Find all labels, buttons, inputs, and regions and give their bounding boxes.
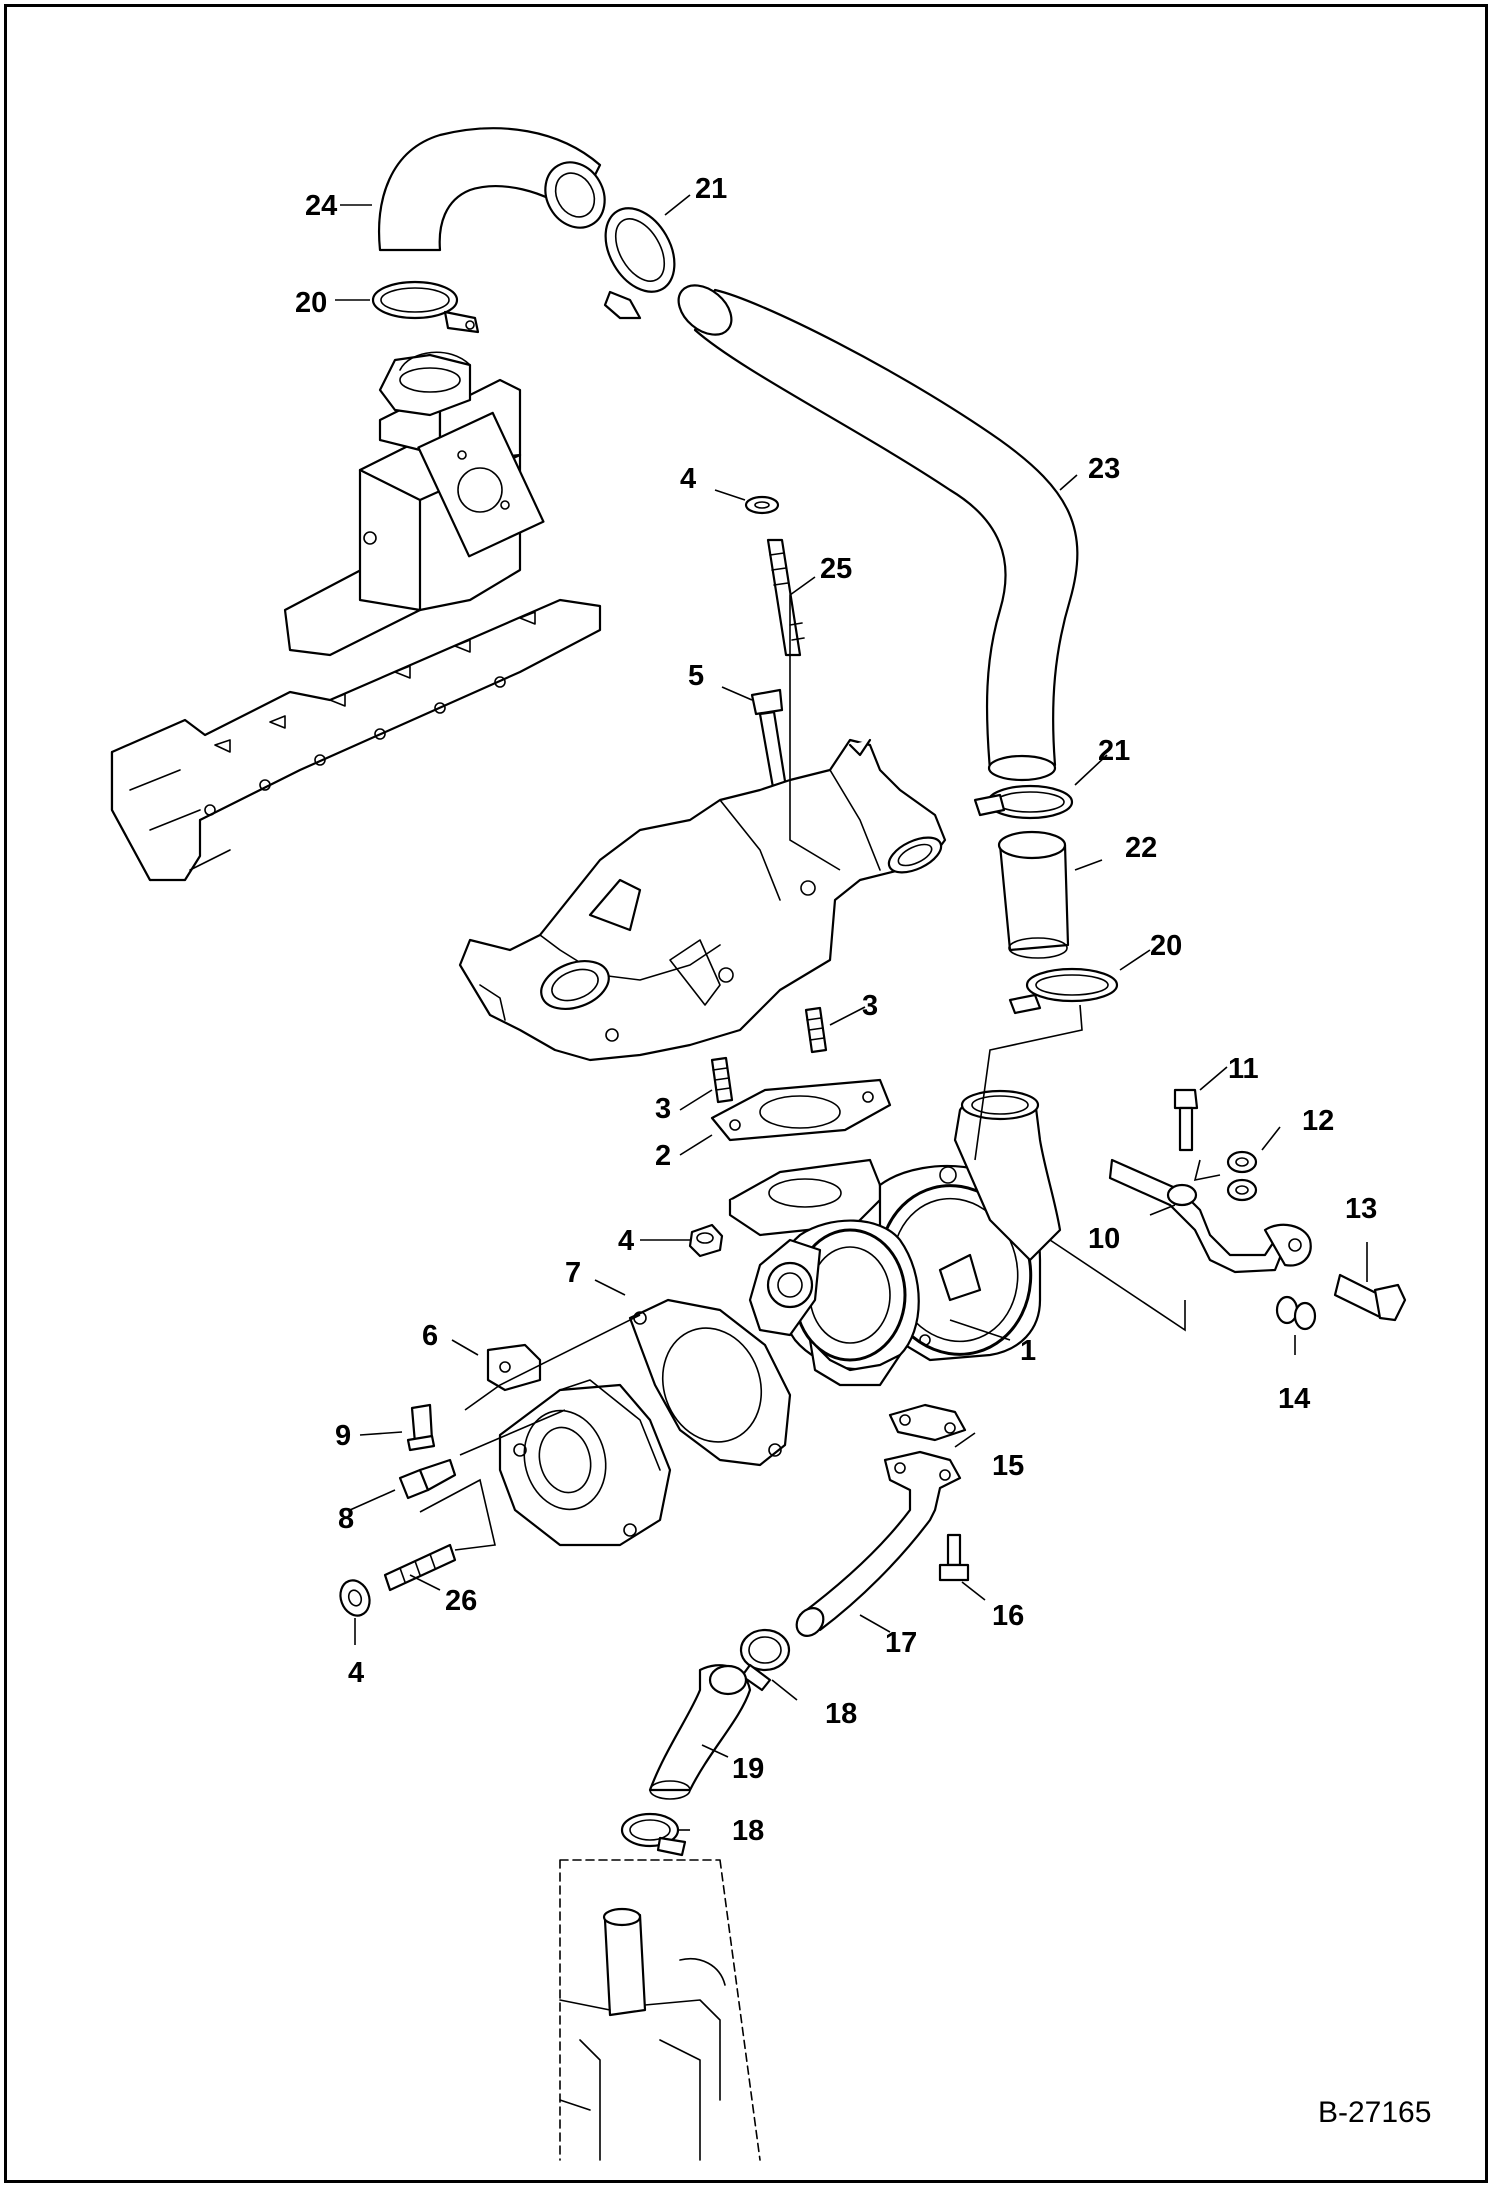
leader-lines [335, 194, 1368, 1831]
hose-clamp-18-upper [739, 1628, 791, 1692]
hose-clamp-20-upper [371, 280, 480, 334]
callout-21-lower: 21 [1098, 735, 1130, 767]
callout-1: 1 [1020, 1335, 1036, 1367]
short-hose-22 [997, 830, 1070, 959]
callout-17: 17 [885, 1627, 917, 1659]
callout-18-lower: 18 [732, 1815, 764, 1847]
banjo-bolt-13 [1333, 1273, 1407, 1322]
callout-4-lower: 4 [348, 1657, 364, 1689]
hose-clamp-18-lower [620, 1812, 687, 1857]
callout-10: 10 [1088, 1223, 1120, 1255]
washer-4-top [744, 495, 780, 515]
banjo-bolt-11 [1173, 1088, 1199, 1152]
callout-20-upper: 20 [295, 287, 327, 319]
intake-manifold [110, 351, 602, 882]
stud-25 [766, 538, 805, 657]
callout-24: 24 [305, 190, 337, 222]
sealing-washers-14 [1275, 1295, 1317, 1331]
callout-6: 6 [422, 1320, 438, 1352]
callout-8: 8 [338, 1503, 354, 1535]
oil-return-pipe-17 [795, 1450, 962, 1637]
callout-3-left: 3 [655, 1093, 671, 1125]
nut-4-mid [688, 1223, 724, 1258]
callout-7: 7 [565, 1257, 581, 1289]
bolt-16 [938, 1533, 970, 1582]
callout-15: 15 [992, 1450, 1024, 1482]
callout-21-upper: 21 [695, 173, 727, 205]
callout-2: 2 [655, 1140, 671, 1172]
callout-16: 16 [992, 1600, 1024, 1632]
callout-23: 23 [1088, 453, 1120, 485]
callout-18-upper: 18 [825, 1698, 857, 1730]
turbocharger-1 [728, 1089, 1062, 1387]
washer-4-lower [339, 1579, 371, 1617]
stud-3-left [710, 1056, 734, 1104]
long-hose-23 [677, 284, 1079, 782]
gasket-7 [628, 1298, 792, 1467]
stud-26 [383, 1543, 457, 1592]
hose-clamp-21-lower [973, 784, 1074, 820]
callouts: 24 21 20 23 4 25 5 21 22 20 3 3 2 11 12 … [295, 173, 1377, 1847]
gasket-2 [710, 1078, 892, 1142]
callout-22: 22 [1125, 832, 1157, 864]
bolt-8 [398, 1458, 457, 1500]
callout-12: 12 [1302, 1105, 1334, 1137]
engine-block-fragment [559, 1859, 761, 2161]
oil-feed-pipe-10 [1108, 1158, 1312, 1274]
exhaust-manifold [458, 738, 947, 1062]
callout-25: 25 [820, 553, 852, 585]
hose-clamp-21-upper [603, 207, 676, 320]
sheet-border [4, 4, 1488, 2183]
diagram-reference-number: B-27165 [1318, 2096, 1431, 2129]
hose-clamp-20-lower [1008, 967, 1119, 1015]
callout-20-lower: 20 [1150, 930, 1182, 962]
callout-19: 19 [732, 1753, 764, 1785]
elbow-hose-24 [378, 127, 606, 252]
bolt-9 [406, 1403, 436, 1452]
callout-11: 11 [1228, 1053, 1259, 1085]
callout-9: 9 [335, 1420, 351, 1452]
return-hose-19 [648, 1664, 752, 1800]
exhaust-elbow-6 [486, 1343, 672, 1547]
callout-13: 13 [1345, 1193, 1377, 1225]
stud-3-right [804, 1006, 828, 1054]
callout-14: 14 [1278, 1383, 1310, 1415]
return-gasket-15 [888, 1403, 967, 1442]
sealing-washers-12 [1226, 1150, 1258, 1202]
callout-26: 26 [445, 1585, 477, 1617]
callout-4-mid: 4 [618, 1225, 634, 1257]
callout-5: 5 [688, 660, 704, 692]
callout-4-top: 4 [680, 463, 696, 495]
callout-3-right: 3 [862, 990, 878, 1022]
